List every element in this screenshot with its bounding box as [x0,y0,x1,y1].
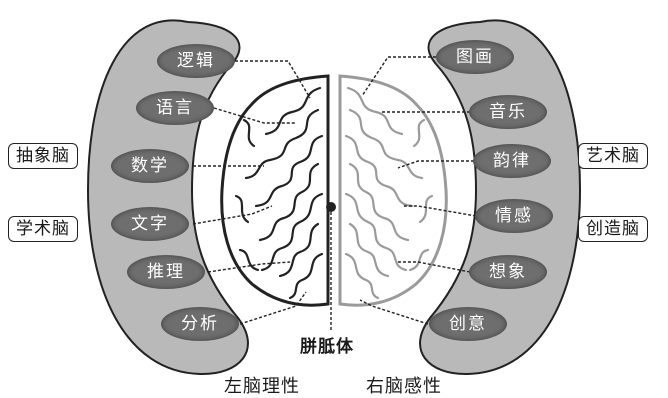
left-caption: 左脑理性 [224,372,300,398]
right-function-oval: 情感 [475,199,553,233]
abstract-brain-label: 抽象脑 [8,143,78,169]
right-function-oval: 想象 [469,255,547,289]
corpus-callosum-label: 胼胝体 [300,332,354,357]
academic-brain-label: 学术脑 [8,216,78,242]
left-function-oval: 推理 [127,255,205,289]
creative-brain-label: 创造脑 [578,216,648,242]
left-function-oval: 文字 [111,207,189,241]
left-function-oval: 语言 [136,91,214,125]
right-function-oval: 图画 [436,40,514,74]
left-function-oval: 数学 [111,149,189,183]
right-function-oval: 创意 [429,307,507,341]
right-caption: 右脑感性 [366,372,442,398]
right-function-oval: 音乐 [469,95,547,129]
left-function-oval: 分析 [161,307,239,341]
art-brain-label: 艺术脑 [578,143,648,169]
left-function-oval: 逻辑 [157,44,235,78]
right-function-oval: 韵律 [473,144,551,178]
